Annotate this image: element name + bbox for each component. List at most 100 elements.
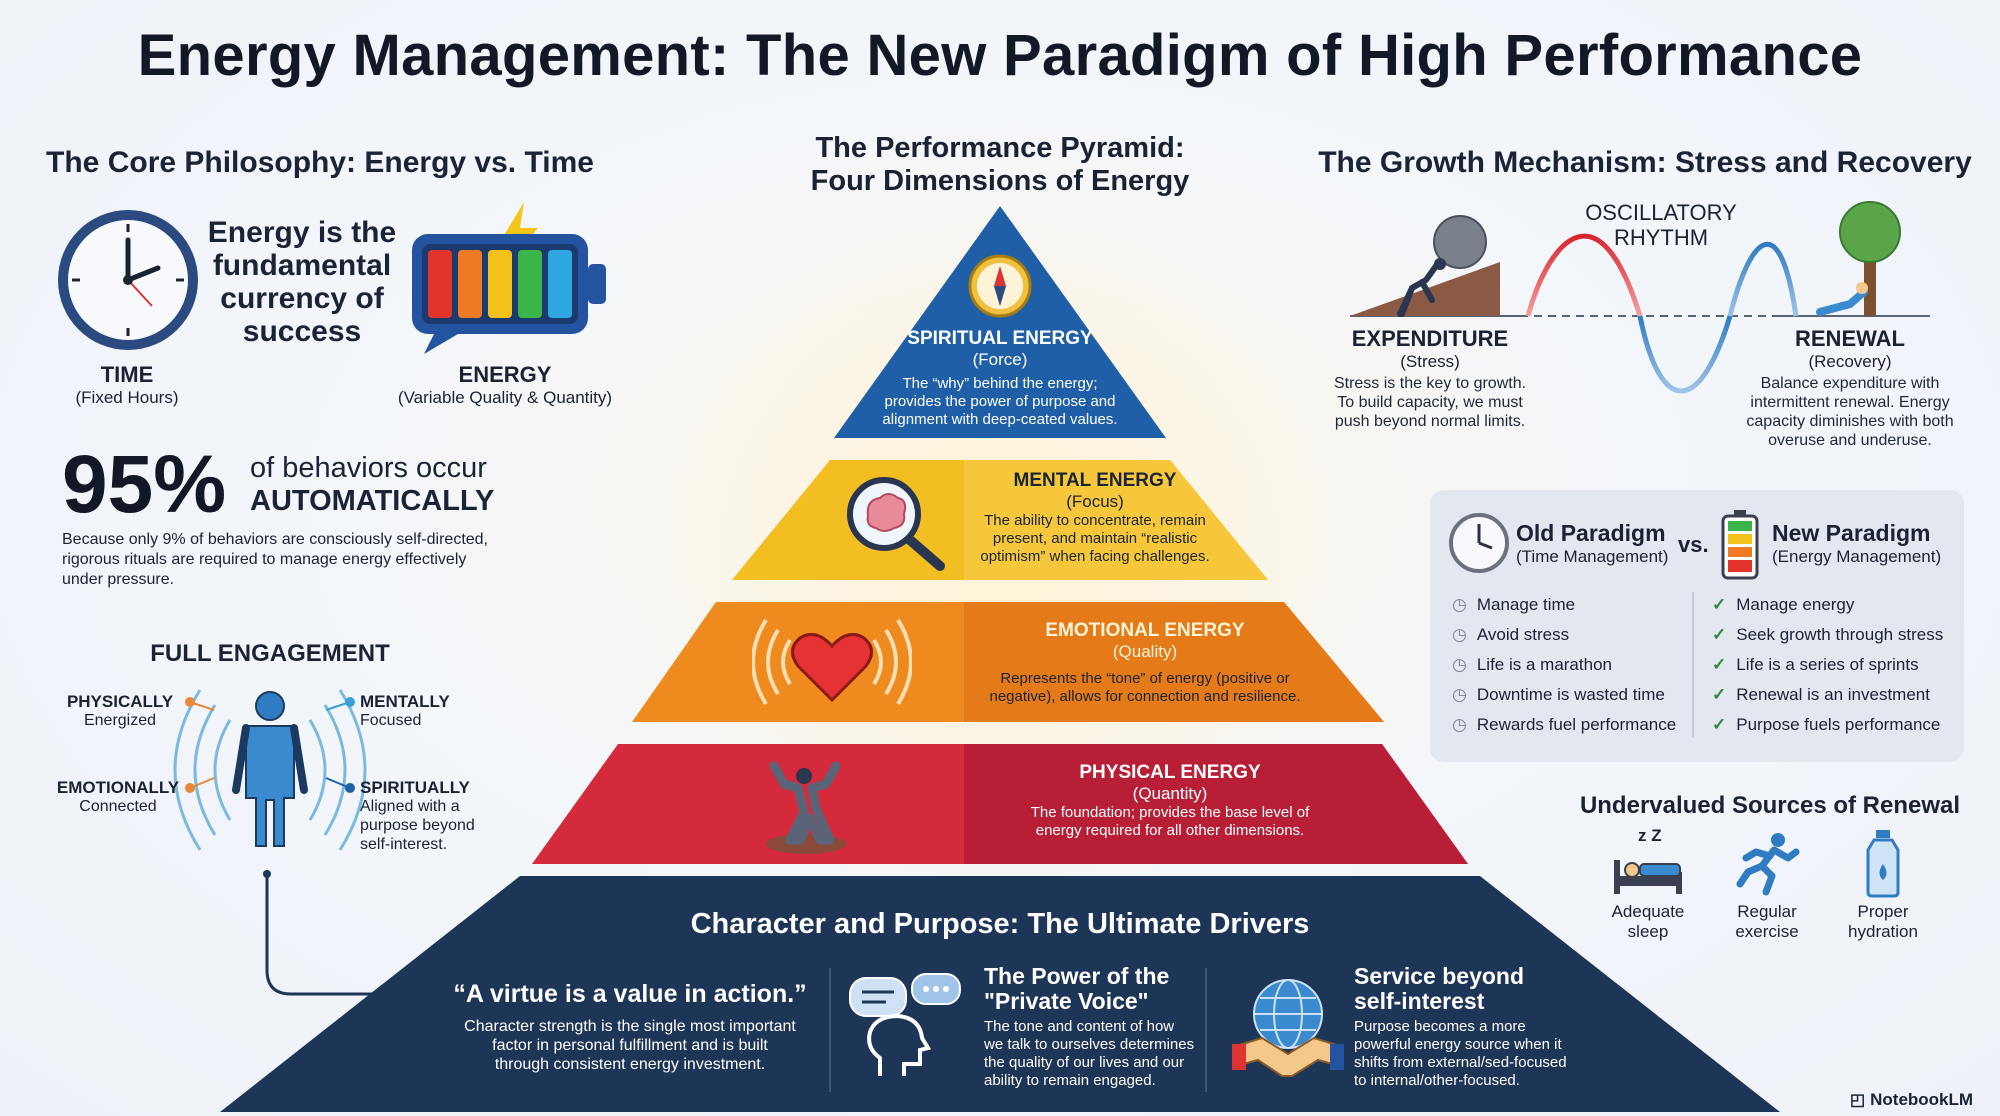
pyramid-heading-line: Four Dimensions of Energy [810,165,1190,197]
new-item-label: Renewal is an investment [1736,685,1930,704]
physical-desc-line: The foundation; provides the base level … [1030,804,1310,821]
voice-desc-line: the quality of our lives and our [984,1054,1185,1071]
hydration-label-line: Proper [1857,902,1909,921]
renewal-sub: (Recovery) [1808,352,1892,371]
old-item-label: Avoid stress [1476,625,1570,644]
old-item: ◷Rewards fuel performance [1452,710,1682,740]
water-bottle-icon [1866,830,1900,898]
virtue-section: “A virtue is a value in action.” Charact… [430,980,830,1074]
expenditure-label: EXPENDITURE (Stress) [1330,326,1530,372]
exercise-label: Regular exercise [1712,902,1822,942]
old-paradigm-title: Old Paradigm [1516,520,1666,546]
new-item-label: Seek growth through stress [1736,625,1944,644]
service-desc-line: shifts from external/sed-focused [1354,1054,1567,1071]
spiritually-title: SPIRITUALLY [360,778,470,797]
clock-small-icon: ◷ [1452,595,1467,614]
mental-desc-line: present, and maintain “realistic [992,530,1198,547]
core-philosophy-heading: The Core Philosophy: Energy vs. Time [46,146,594,179]
physically-title: PHYSICALLY [66,692,174,711]
virtue-desc-line: Character strength is the single most im… [464,1018,796,1035]
pyramid-heading: The Performance Pyramid: Four Dimensions… [760,132,1240,198]
new-item-label: Manage energy [1736,595,1855,614]
new-item: ✓Purpose fuels performance [1712,710,1962,740]
new-item: ✓Life is a series of sprints [1712,650,1962,680]
full-engagement-heading: FULL ENGAGEMENT [150,640,390,667]
old-item: ◷Manage time [1452,590,1682,620]
paradigm-divider [1692,592,1694,738]
time-sublabel: (Fixed Hours) [75,388,179,407]
stat-description: Because only 9% of behaviors are conscio… [62,530,582,590]
physical-text: PHYSICAL ENERGY (Quantity) The foundatio… [1000,762,1340,840]
old-item-label: Downtime is wasted time [1476,685,1665,704]
virtue-desc-line: factor in personal fulfillment and is bu… [492,1037,768,1054]
statement-line: currency of [220,282,384,315]
clock-icon [58,210,198,350]
emotionally-label: EMOTIONALLY Connected [52,778,184,816]
mentally-label: MENTALLY Focused [360,692,500,730]
check-icon: ✓ [1712,685,1727,704]
base-tier [220,876,1780,1112]
service-title-line: Service beyond [1354,963,1525,989]
base-heading: Character and Purpose: The Ultimate Driv… [690,908,1310,940]
renewal-desc: Balance expenditure with intermittent re… [1720,374,1980,450]
service-desc-line: powerful energy source when it [1354,1036,1562,1053]
emotionally-title: EMOTIONALLY [56,778,180,797]
hydration-label: Proper hydration [1826,902,1940,942]
renewal-desc-line: capacity diminishes with both [1746,413,1954,430]
emotional-sub: (Quality) [1112,642,1178,661]
energy-label-block: ENERGY (Variable Quality & Quantity) [380,362,630,408]
engagement-connectors [185,697,355,793]
inner-voice-icon [849,973,961,1076]
spiritually-sub: purpose beyond [360,817,475,834]
new-paradigm-title: New Paradigm [1772,520,1931,546]
strength-figure-icon [766,761,846,854]
expenditure-desc: Stress is the key to growth. To build ca… [1310,374,1550,431]
clock-small-icon: ◷ [1452,625,1467,644]
clock-small-icon: ◷ [1452,685,1467,704]
expenditure-desc-line: To build capacity, we must [1337,394,1523,411]
renewal-desc-line: Balance expenditure with [1760,375,1940,392]
old-paradigm-sub: (Time Management) [1516,547,1669,566]
running-person-icon [1736,833,1800,896]
voice-title-line: The Power of the [984,963,1170,989]
brand-mark: ◰ NotebookLM [1850,1090,1973,1110]
service-section: Service beyond self-interest Purpose bec… [1354,964,1604,1090]
spiritual-desc: The “why” behind the energy; provides th… [860,375,1140,429]
emotional-desc-line: negative), allows for connection and res… [989,688,1301,705]
spiritually-label: SPIRITUALLY Aligned with a purpose beyon… [360,778,520,854]
check-icon: ✓ [1712,595,1727,614]
physical-sub: (Quantity) [1132,784,1208,803]
compass-icon [968,254,1032,318]
time-label-block: TIME (Fixed Hours) [52,362,202,408]
notebook-logo-icon: ◰ [1850,1092,1866,1109]
paradigm-panel [1430,490,1964,762]
renewal-sources-heading: Undervalued Sources of Renewal [1579,792,1961,819]
spiritual-tier [834,206,1166,438]
stat-number: 95% [62,439,227,530]
spiritually-sub: self-interest. [360,836,448,853]
new-paradigm-sub: (Energy Management) [1772,547,1942,566]
emotional-text: EMOTIONAL ENERGY (Quality) [980,620,1310,662]
old-item: ◷ Avoid stress [1452,620,1682,650]
stat-line1: of behaviors occur [250,452,487,484]
renewal-desc-line: intermittent renewal. Energy [1750,394,1950,411]
renewal-label: RENEWAL (Recovery) [1760,326,1940,372]
virtue-desc-line: through consistent energy investment. [494,1056,766,1073]
person-waves-icon [173,689,367,851]
sleep-label-line: Adequate [1611,902,1685,921]
voice-title-line: "Private Voice" [984,988,1149,1014]
brain-magnifier-icon [847,477,945,571]
old-paradigm-list: ◷Manage time ◷Avoid stress ◷Life is a ma… [1452,590,1682,740]
stat-line2: AUTOMATICALLY [250,485,495,517]
statement-line: fundamental [212,249,392,282]
mental-desc-line: optimism” when facing challenges. [980,548,1210,565]
check-icon: ✓ [1712,625,1727,644]
service-title-line: self-interest [1354,988,1485,1014]
energy-currency-statement: Energy is the fundamental currency of su… [200,216,404,348]
spiritual-text: SPIRITUAL ENERGY (Force) [880,328,1120,370]
pyramid-heading-line: The Performance Pyramid: [815,132,1185,164]
exercise-label-line: Regular [1737,902,1797,921]
spiritual-desc-line: The “why” behind the energy; [902,375,1098,392]
stat-desc-line: rigorous rituals are required to manage … [62,551,467,568]
